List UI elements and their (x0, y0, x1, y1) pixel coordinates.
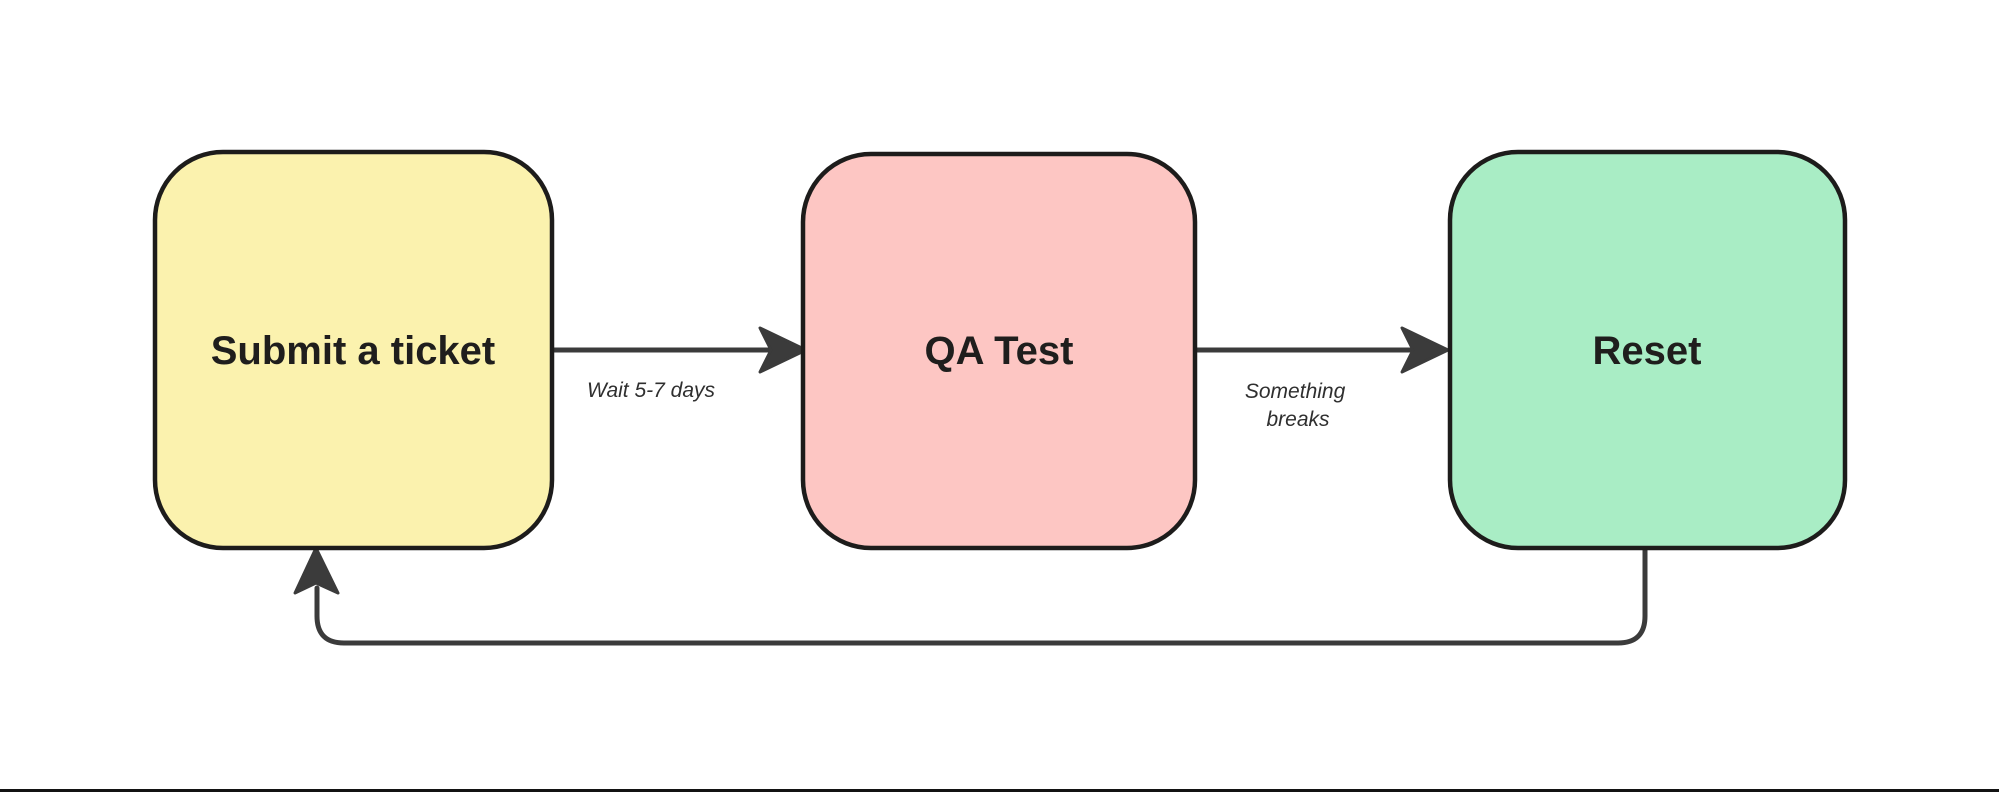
arrowhead-right-icon (758, 326, 808, 374)
node-submit-ticket[interactable]: Submit a ticket (152, 149, 555, 551)
edge-line (314, 545, 1648, 646)
edge-label-wait: Wait 5-7 days (587, 379, 715, 402)
edge-label-line-1: Something (1245, 380, 1346, 403)
node-label: Submit a ticket (211, 329, 496, 373)
edge-label-something-breaks: Something breaks (1245, 380, 1351, 431)
node-label: Reset (1593, 329, 1702, 373)
arrowhead-right-icon (1400, 326, 1450, 374)
edge-qa-to-reset: Something breaks (1194, 326, 1450, 431)
node-label: QA Test (925, 329, 1074, 373)
node-shape[interactable] (800, 151, 1198, 551)
arrowhead-up-icon (293, 546, 340, 595)
edge-reset-to-submit (293, 545, 1648, 646)
edge-submit-to-qa: Wait 5-7 days (551, 326, 808, 402)
node-shape[interactable] (152, 149, 555, 551)
edge-label-line-2: breaks (1266, 408, 1330, 431)
bottom-divider-line (0, 789, 1999, 792)
node-reset[interactable]: Reset (1447, 149, 1848, 551)
node-shape[interactable] (1447, 149, 1848, 551)
node-qa-test[interactable]: QA Test (800, 151, 1198, 551)
